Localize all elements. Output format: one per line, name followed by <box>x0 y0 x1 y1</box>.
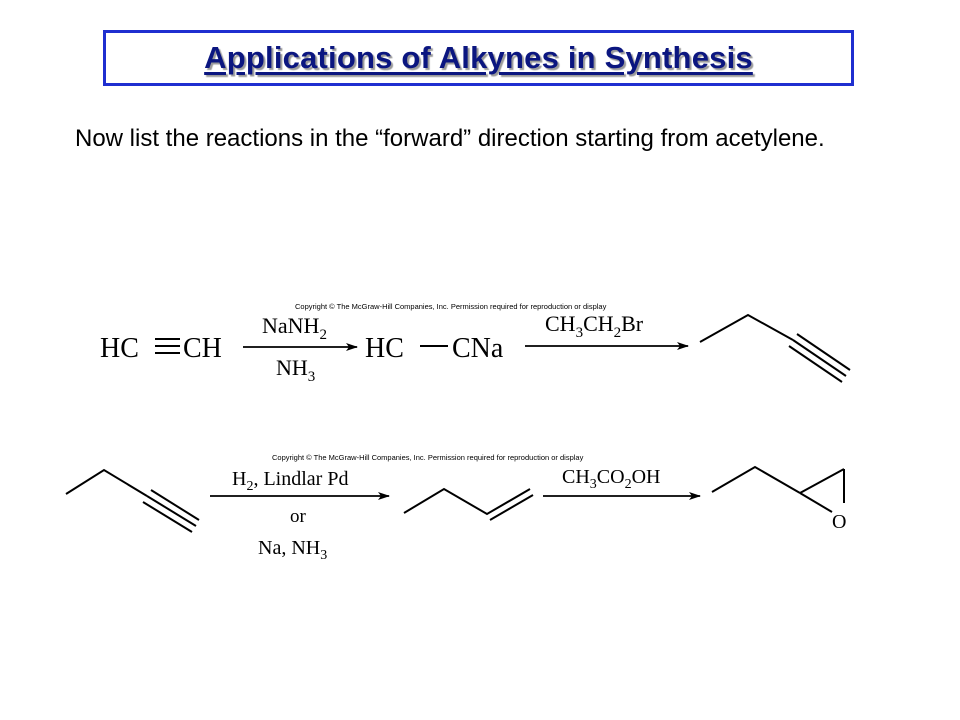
scheme-1: Copyright © The McGraw-Hill Companies, I… <box>100 302 851 385</box>
copyright-notice-1: Copyright © The McGraw-Hill Companies, I… <box>295 302 607 311</box>
butyne-structure-2 <box>65 468 200 533</box>
reagent4-sub-1: 3 <box>590 477 597 492</box>
reagent-peracetic-acid: CH3CO2OH <box>562 466 660 492</box>
copyright-notice-2: Copyright © The McGraw-Hill Companies, I… <box>272 453 584 462</box>
reagent2-sub-1: 3 <box>576 325 584 341</box>
reagent4-sub-2: 2 <box>625 477 632 492</box>
reagent2-part-2: CH <box>583 311 614 336</box>
reagent-lindlar: H2, Lindlar Pd <box>232 468 348 494</box>
reagent2-sub-2: 2 <box>614 325 622 341</box>
reagent-na-nh3-text: Na, NH <box>258 537 320 559</box>
epoxide-oxygen: O <box>832 511 846 533</box>
acetylide-left: HC <box>365 333 404 364</box>
reagent-lindlar-h: H <box>232 468 246 490</box>
reagent-na-nh3-sub: 3 <box>320 548 327 563</box>
acetylene-left: HC <box>100 333 139 364</box>
reagent2-part-3: Br <box>621 311 644 336</box>
reagent-nh3-text: NH <box>276 355 308 380</box>
reagent-or: or <box>290 506 307 527</box>
reagent4-part-1: CH <box>562 466 590 488</box>
reagent-nh3-subscript: 3 <box>308 369 316 385</box>
scheme-2: Copyright © The McGraw-Hill Companies, I… <box>65 453 846 563</box>
reagent-nanh2-subscript: 2 <box>319 327 327 343</box>
butyne-structure-1 <box>699 313 851 383</box>
epoxide-structure <box>711 465 845 513</box>
reagent-ethyl-bromide: CH3CH2Br <box>545 311 644 341</box>
reagent2-part-1: CH <box>545 311 576 336</box>
title-box: Applications of Alkynes in Synthesis <box>103 30 854 86</box>
triple-bond <box>155 338 180 354</box>
reagent-lindlar-text: , Lindlar Pd <box>253 468 348 490</box>
instruction-text: Now list the reactions in the “forward” … <box>75 125 825 152</box>
reagent-nh3: NH3 <box>276 355 315 385</box>
reagent-lindlar-sub: 2 <box>246 479 253 494</box>
reagent4-part-2: CO <box>597 466 625 488</box>
reagent-na-nh3: Na, NH3 <box>258 537 327 563</box>
acetylene-right: CH <box>183 333 222 364</box>
reagent-nanh2-text: NaNH <box>262 313 320 338</box>
reagent4-part-3: OH <box>632 466 661 488</box>
acetylide-right: CNa <box>452 333 504 364</box>
reagent-nanh2: NaNH2 <box>262 313 327 343</box>
butene-structure <box>403 487 534 521</box>
slide-title: Applications of Alkynes in Synthesis <box>204 40 753 75</box>
